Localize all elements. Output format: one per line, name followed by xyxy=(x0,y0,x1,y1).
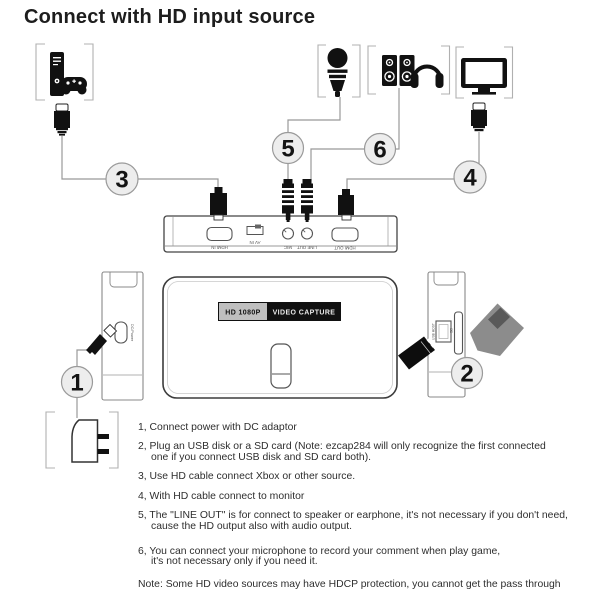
microphone-icon xyxy=(327,48,348,97)
callout-1: 1 xyxy=(60,365,94,399)
wire-step6 xyxy=(310,88,400,181)
dc-power-port xyxy=(114,321,128,344)
callout-2: 2 xyxy=(450,356,484,390)
icon-brackets xyxy=(35,43,514,469)
usb-drive-icon xyxy=(398,336,436,370)
bracket-monitor xyxy=(455,46,514,99)
instruction-step-3: 3, Use HD cable connect Xbox or other so… xyxy=(138,471,356,483)
instruction-step-2: 2, Plug an USB disk or a SD card (Note: … xyxy=(138,441,546,464)
svg-text:3: 3 xyxy=(115,167,128,194)
bracket-adapter xyxy=(45,411,119,469)
dc-plug-icon xyxy=(86,323,118,355)
sd-slot-label: SD xyxy=(450,328,454,334)
tv-monitor-icon xyxy=(461,58,507,95)
power-adapter-icon xyxy=(71,419,109,463)
svg-text:6: 6 xyxy=(373,137,386,164)
hdcp-note: Note: Some HD video sources may have HDC… xyxy=(138,579,561,591)
callout-3: 3 xyxy=(105,162,139,196)
svg-text:5: 5 xyxy=(281,136,294,163)
instruction-step-6: 6, You can connect your microphone to re… xyxy=(138,545,501,568)
bracket-microphone xyxy=(317,44,361,98)
plate-hd1080p-label: HD 1080P xyxy=(225,310,261,317)
callout-4: 4 xyxy=(453,160,487,194)
audio-plug-mic-icon xyxy=(282,179,294,222)
hdmi-plug-monitor-icon xyxy=(471,102,487,132)
callout-5: 5 xyxy=(271,131,305,165)
line-out-label: LINE OUT xyxy=(297,245,317,250)
bracket-speakers xyxy=(367,45,451,95)
hdmi-in-port xyxy=(206,226,233,242)
page-title: Connect with HD input source xyxy=(24,6,316,28)
usb-host-label: USB HOST xyxy=(432,323,436,340)
sd-card-slot xyxy=(453,311,464,355)
capture-device-ports-panel: HDMI IN AV IN MIC LINE OUT HDMI OUT xyxy=(163,215,398,253)
hdmi-plug-source-icon xyxy=(54,103,70,136)
wire-step4 xyxy=(346,132,480,191)
speakers-headphones-icon xyxy=(382,55,444,88)
game-console-icon xyxy=(50,52,87,96)
hdmi-in-connector-icon xyxy=(210,187,227,221)
hdmi-out-port xyxy=(331,227,359,242)
svg-text:2: 2 xyxy=(460,361,473,388)
hdmi-out-label: HDMI OUT xyxy=(334,246,356,251)
bracket-console xyxy=(35,43,94,101)
hdmi-in-label: HDMI IN xyxy=(211,245,227,250)
instruction-step-1: 1, Connect power with DC adaptor xyxy=(138,422,297,433)
usb-host-port xyxy=(435,320,452,343)
av-in-label: AV IN xyxy=(250,240,261,245)
device-side-left: DC/Power xyxy=(101,271,144,401)
capture-device-front: HD 1080P VIDEO CAPTURE xyxy=(162,276,398,399)
record-button xyxy=(270,343,292,389)
plate-video-capture-label: VIDEO CAPTURE xyxy=(273,310,336,317)
mic-label: MIC xyxy=(284,245,292,250)
callout-6: 6 xyxy=(363,132,397,166)
instruction-step-5: 5, The "LINE OUT" is for connect to spea… xyxy=(138,509,568,532)
instruction-list: 1, Connect power with DC adaptor 2, Plug… xyxy=(138,422,600,599)
hdmi-out-connector-icon xyxy=(338,189,354,221)
audio-plug-line-out-icon xyxy=(301,179,313,222)
dc-power-label: DC/Power xyxy=(130,324,134,342)
svg-text:1: 1 xyxy=(70,370,83,397)
svg-text:4: 4 xyxy=(463,165,477,192)
instruction-step-4: 4, With HD cable connect to monitor xyxy=(138,490,305,502)
sd-card-icon xyxy=(470,303,524,356)
wire-step3 xyxy=(61,136,219,193)
